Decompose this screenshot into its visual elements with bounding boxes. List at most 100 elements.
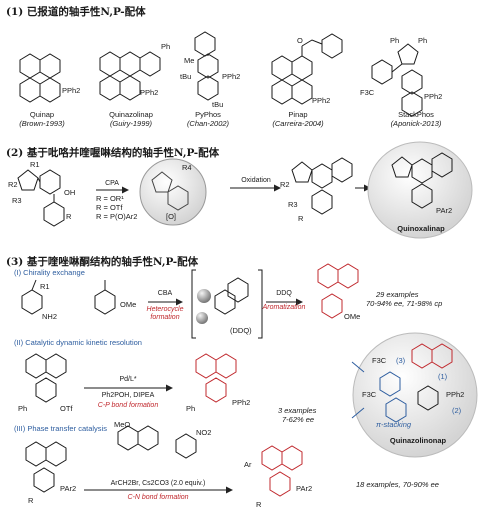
route1-step2-note: Aromatization — [262, 304, 306, 311]
s2-product-par2: PAr2 — [436, 206, 453, 215]
bracket-left — [191, 269, 196, 339]
pinap-name: Pinap — [288, 110, 308, 119]
s3-r3-no2: NO2 — [196, 428, 212, 437]
s3-r1-r1: R1 — [40, 282, 50, 291]
pinap-o: O — [297, 36, 303, 45]
s3-r1-amide — [21, 279, 43, 315]
qzn-n2: (2) — [452, 406, 462, 415]
route2-note: C-P bond formation — [97, 402, 159, 409]
route1-label: (I) Chirality exchange — [14, 268, 85, 277]
route3-result: 18 examples, 70-90% ee — [356, 480, 439, 489]
ts-sphere — [139, 158, 207, 226]
s2-ts-o: [O] — [166, 212, 177, 221]
route2-label: (II) Catalytic dynamic kinetic resolutio… — [14, 338, 142, 347]
route1-result: 29 examples — [376, 290, 419, 299]
route1-step2: DDQ — [276, 290, 292, 297]
pyphos-pph2: PPh2 — [222, 72, 241, 81]
s3-r3-catalyst — [117, 425, 197, 459]
s3-r2-p-ph: Ph — [186, 404, 196, 413]
s2-oh: OH — [64, 188, 76, 197]
route1-reagent: CBA — [157, 290, 173, 297]
qzn-stacking: π-stacking — [376, 420, 412, 429]
quinazolinap-pph2: PPh2 — [140, 88, 159, 97]
quinazolinap-name: Quinazolinap — [109, 110, 153, 119]
section3-title: (3) 基于喹唑啉酮结构的轴手性N,P-配体 — [6, 256, 199, 268]
section1-title: (1) 已报道的轴手性N,P-配体 — [6, 6, 146, 18]
s2-reagent: CPA — [105, 180, 119, 187]
route2-reagent: Pd/L* — [119, 376, 137, 383]
s3-r1-ome: OMe — [120, 300, 137, 309]
s3-r3-substrate — [25, 441, 67, 493]
s3-r3-p-ar: Ar — [244, 460, 252, 469]
pyphos-ref: (Chan-2002) — [186, 119, 230, 128]
route3-label: (III) Phase transfer catalysis — [14, 424, 107, 433]
route2-result2: 7-62% ee — [282, 415, 315, 424]
s3-r1-product — [317, 263, 359, 319]
quinazolinonap-name: Quinazolinonap — [389, 436, 447, 445]
stackphos-ph1: Ph — [390, 36, 400, 45]
qzn-pph2: PPh2 — [446, 390, 465, 399]
route3-note: C-N bond formation — [127, 494, 189, 501]
s2-ts-r4: R4 — [182, 163, 192, 172]
section2-title: (2) 基于吡咯并喹喔啉结构的轴手性N,P-配体 — [6, 147, 220, 159]
stackphos-f3c: F3C — [360, 88, 375, 97]
route1-ddq: (DDQ) — [230, 326, 252, 335]
quinap-name: Quinap — [29, 110, 55, 119]
s3-r2-ph: Ph — [18, 404, 28, 413]
s2-p-r3: R3 — [288, 200, 298, 209]
route3-reagent: ArCH2Br, Cs2CO3 (2.0 equiv.) — [110, 480, 206, 487]
stackphos-ph2: Ph — [418, 36, 428, 45]
pyphos-tbu2: tBu — [212, 100, 224, 109]
s3-r2-otf: OTf — [60, 404, 73, 413]
pyphos-tbu: tBu — [180, 72, 192, 81]
quinoxalinap-sphere — [367, 141, 473, 239]
s3-r3-product — [261, 445, 303, 497]
stackphos-pph2: PPh2 — [424, 92, 443, 101]
s3-r2-substrate — [25, 353, 67, 403]
s3-r3-meo: MeO — [114, 420, 131, 429]
route2-result: 3 examples — [278, 406, 317, 415]
s2-r-option-2: R = OTf — [96, 203, 123, 212]
s2-step2: Oxidation — [241, 177, 271, 184]
quinazolinap-structure — [99, 51, 161, 101]
stackphos-structure — [371, 43, 423, 117]
s2-r: R — [66, 212, 72, 221]
stackphos-name: StackPhos — [398, 110, 434, 119]
s2-p-r2: R2 — [280, 180, 290, 189]
quinazolinap-ref: (Guiry-1999) — [109, 119, 153, 128]
route2-reagent2: Ph2POH, DIPEA — [101, 392, 155, 399]
quinazolinap-ph: Ph — [161, 42, 171, 51]
route1-note: Heterocycle formation — [146, 306, 184, 321]
s2-product — [291, 157, 353, 215]
pinap-structure — [271, 33, 343, 105]
stackphos-ref: (Aponick-2013) — [390, 119, 442, 128]
s3-r3-r: R — [28, 496, 34, 505]
s3-r1-p-ome: OMe — [344, 312, 361, 321]
s2-r-option-1: R = OR¹ — [96, 194, 124, 203]
s3-r2-product — [195, 353, 237, 403]
s2-r3: R3 — [12, 196, 22, 205]
pyphos-name: PyPhos — [195, 110, 221, 119]
s2-r2: R2 — [8, 180, 18, 189]
pinap-ref: (Carreira-2004) — [272, 119, 324, 128]
pyphos-me: Me — [184, 56, 195, 65]
s2-r-option-3: R = P(O)Ar2 — [96, 212, 138, 221]
quinap-structure — [19, 53, 61, 103]
bracket-right — [258, 269, 263, 339]
route1-result2: 70-94% ee, 71-98% cp — [366, 299, 443, 308]
s3-r3-p-par2: PAr2 — [296, 484, 313, 493]
s2-r1: R1 — [30, 160, 40, 169]
qzn-f3c2: F3C — [362, 390, 377, 399]
qzn-n3: (3) — [396, 356, 406, 365]
pinap-pph2: PPh2 — [312, 96, 331, 105]
quinap-pph2: PPh2 — [62, 86, 81, 95]
quinazolinonap-sphere — [352, 332, 478, 458]
s3-r3-par2: PAr2 — [60, 484, 77, 493]
pyphos-structure — [194, 31, 219, 101]
s2-start-material — [17, 169, 65, 227]
s3-r1-nh2: NH2 — [42, 312, 58, 321]
qzn-f3c1: F3C — [372, 356, 387, 365]
s3-r3-p-r: R — [256, 500, 262, 509]
s3-r1-aldehyde — [94, 280, 116, 315]
